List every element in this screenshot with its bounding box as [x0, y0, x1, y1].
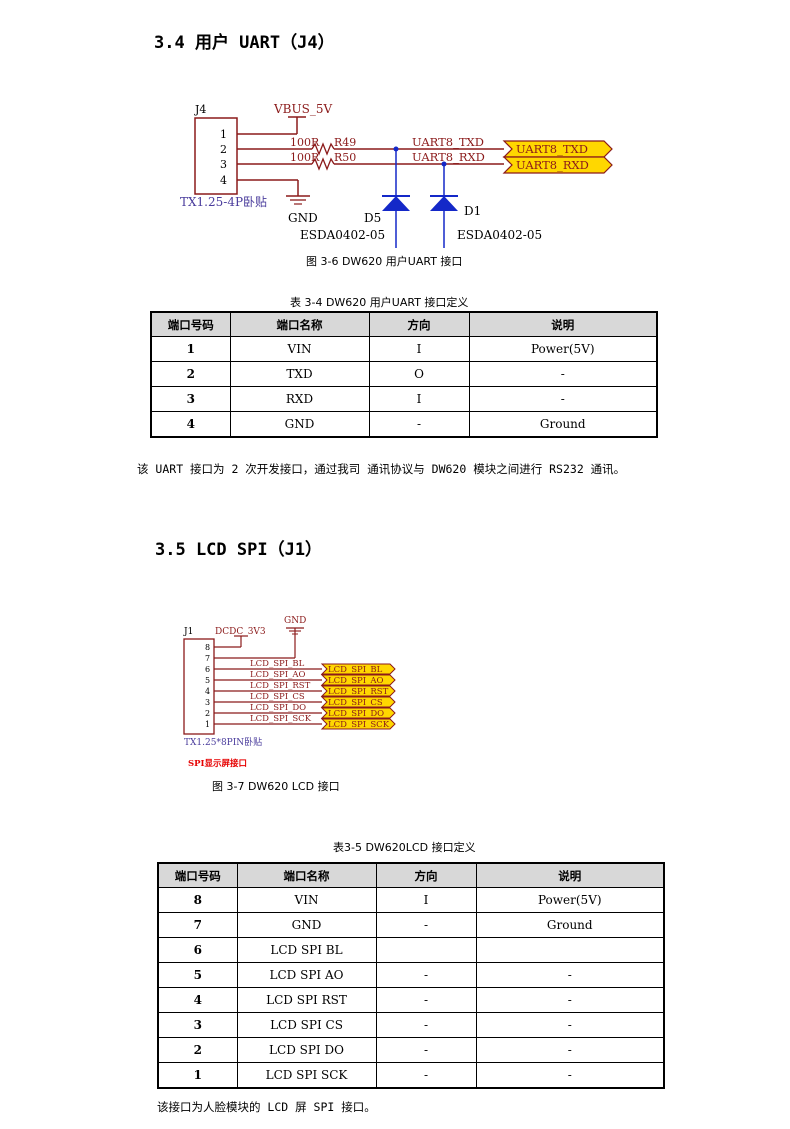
- bl-port-label: LCD_SPI_BL: [328, 665, 383, 675]
- ao-port: [320, 674, 396, 686]
- d1-part: ESDA0402-05: [457, 228, 542, 242]
- table-row: 3 LCD SPI CS - -: [157, 1012, 665, 1038]
- section-heading-lcd-spi: 3.5 LCD SPI（J1）: [155, 540, 323, 560]
- header-direction: 方向: [375, 862, 477, 888]
- figure-caption-lcd: 图 3-7 DW620 LCD 接口: [212, 780, 340, 793]
- j4-pin-3: 3: [220, 158, 227, 171]
- r50-ref: R50: [334, 151, 356, 164]
- table-row: 3 RXD I -: [150, 386, 658, 412]
- uart-pin-table: 端口号码 端口名称 方向 说明 1 VIN I Power(5V) 2 TXD …: [150, 311, 658, 438]
- gnd-net-label: GND: [284, 616, 306, 626]
- j4-pin-1: 1: [220, 128, 227, 141]
- table-row: 4 LCD SPI RST - -: [157, 987, 665, 1013]
- sck-net-label: LCD_SPI_SCK: [250, 714, 312, 724]
- do-port-label: LCD_SPI_DO: [328, 709, 384, 719]
- j1-pin-1: 1: [205, 720, 210, 729]
- section-heading-uart: 3.4 用户 UART（J4）: [154, 33, 335, 53]
- j1-connector-body: [183, 638, 215, 735]
- r50-resistor: [311, 157, 335, 171]
- header-direction: 方向: [368, 311, 470, 337]
- table-row: 2 LCD SPI DO - -: [157, 1037, 665, 1063]
- header-port-name: 端口名称: [229, 311, 370, 337]
- j1-pin-7: 7: [205, 654, 210, 663]
- j4-part-label: TX1.25-4P卧贴: [180, 195, 267, 209]
- table-header-row: 端口号码 端口名称 方向 说明: [150, 311, 658, 337]
- j1-pin-2: 2: [205, 709, 210, 718]
- header-port-number: 端口号码: [150, 311, 231, 337]
- header-description: 说明: [475, 862, 665, 888]
- uart-schematic: J4 1 2 3 4 VBUS_5V 100R R49 UART8_TXD 10…: [180, 102, 613, 248]
- sck-port: [320, 718, 396, 730]
- table-row: 4 GND - Ground: [150, 411, 658, 437]
- table-row: 7 GND - Ground: [157, 912, 665, 938]
- j1-pin-3: 3: [205, 698, 210, 707]
- j4-pin-4: 4: [220, 174, 227, 187]
- table-row: 1 LCD SPI SCK - -: [157, 1062, 665, 1088]
- txd-net-label: UART8_TXD: [412, 135, 484, 149]
- table-row: 2 TXD O -: [150, 361, 658, 387]
- lcd-paragraph: 该接口为人脸模块的 LCD 屏 SPI 接口。: [157, 1100, 376, 1114]
- rxd-port: [502, 156, 613, 174]
- table-row: 8 VIN I Power(5V): [157, 887, 665, 913]
- lcd-pin-table: 端口号码 端口名称 方向 说明 8 VIN I Power(5V) 7 GND …: [157, 862, 665, 1089]
- rxd-port-label: UART8_RXD: [516, 158, 589, 172]
- table-caption-lcd: 表3-5 DW620LCD 接口定义: [333, 841, 476, 854]
- d5-diode: [382, 196, 410, 211]
- cs-port-label: LCD_SPI_CS: [328, 698, 383, 708]
- table-row: 6 LCD SPI BL: [157, 937, 665, 963]
- j1-pin-4: 4: [205, 687, 210, 696]
- j4-connector-body: [194, 117, 238, 195]
- j1-pin-8: 8: [205, 643, 210, 652]
- j1-pin-5: 5: [205, 676, 210, 685]
- uart-paragraph: 该 UART 接口为 2 次开发接口，通过我司 通讯协议与 DW620 模块之间…: [137, 462, 626, 476]
- cs-net-label: LCD_SPI_CS: [250, 692, 305, 702]
- lcd-spi-schematic: J1 8 7 6 5 4 3 2 1 DCDC_3V3 GND LCD_SPI_…: [183, 616, 396, 769]
- do-port: [320, 707, 396, 719]
- table-row: 5 LCD SPI AO - -: [157, 962, 665, 988]
- cs-port: [320, 696, 396, 708]
- j1-ref-label: J1: [183, 627, 193, 637]
- rst-net-label: LCD_SPI_RST: [250, 681, 311, 691]
- d1-ref: D1: [464, 204, 481, 218]
- table-row: 1 VIN I Power(5V): [150, 336, 658, 362]
- ao-port-label: LCD_SPI_AO: [328, 676, 384, 686]
- rst-port-label: LCD_SPI_RST: [328, 687, 389, 697]
- ao-net-label: LCD_SPI_AO: [250, 670, 306, 680]
- txd-port-label: UART8_TXD: [516, 142, 588, 156]
- figure-caption-uart: 图 3-6 DW620 用户UART 接口: [306, 255, 463, 268]
- rxd-net-label: UART8_RXD: [412, 150, 485, 164]
- r49-ref: R49: [334, 136, 356, 149]
- j4-ref-label: J4: [194, 103, 206, 116]
- table-caption-uart: 表 3-4 DW620 用户UART 接口定义: [290, 296, 469, 309]
- rst-port: [320, 685, 396, 697]
- bl-net-label: LCD_SPI_BL: [250, 659, 305, 669]
- j1-pin-6: 6: [205, 665, 210, 674]
- header-description: 说明: [468, 311, 658, 337]
- header-port-number: 端口号码: [157, 862, 238, 888]
- gnd-label: GND: [288, 211, 318, 225]
- j4-pin-2: 2: [220, 143, 227, 156]
- table-header-row: 端口号码 端口名称 方向 说明: [157, 862, 665, 888]
- j1-part-label: TX1.25*8PIN卧贴: [184, 736, 262, 748]
- dcdc-net-label: DCDC_3V3: [215, 627, 266, 637]
- r49-value: 100R: [290, 136, 320, 149]
- r50-value: 100R: [290, 151, 320, 164]
- spi-display-note: SPI显示屏接口: [188, 758, 247, 769]
- bl-port: [320, 663, 396, 675]
- d5-part: ESDA0402-05: [300, 228, 385, 242]
- d5-ref: D5: [364, 211, 381, 225]
- r49-resistor: [311, 142, 335, 156]
- d1-diode: [430, 196, 458, 211]
- do-net-label: LCD_SPI_DO: [250, 703, 306, 713]
- sck-port-label: LCD_SPI_SCK: [328, 720, 390, 730]
- header-port-name: 端口名称: [236, 862, 377, 888]
- vbus-net-label: VBUS_5V: [273, 102, 332, 116]
